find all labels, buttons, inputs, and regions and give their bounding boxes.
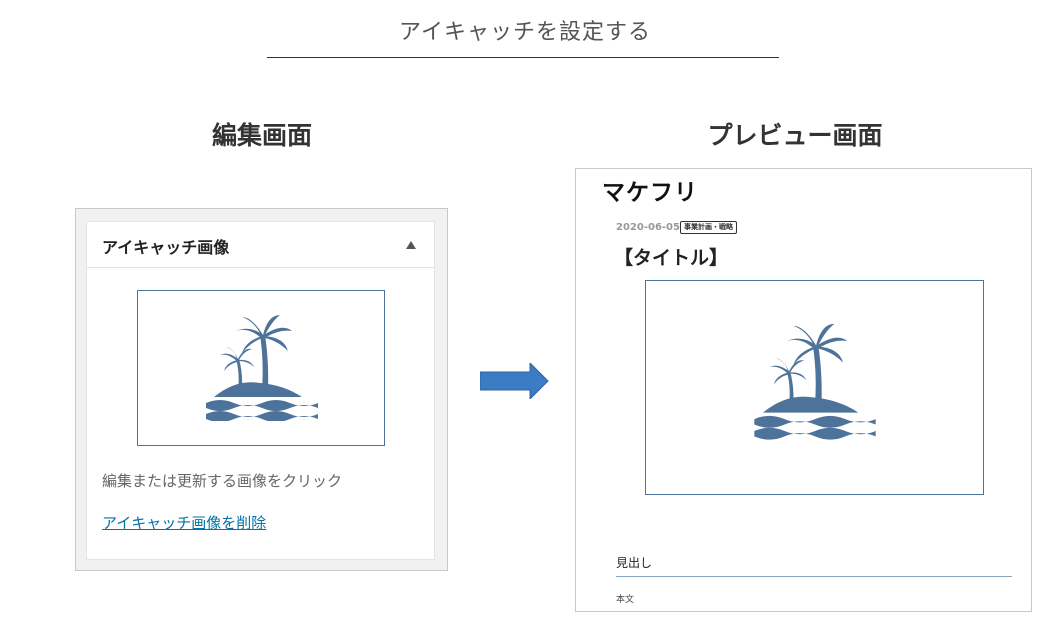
featured-image-panel: アイキャッチ画像 bbox=[86, 221, 435, 560]
page-title: アイキャッチを設定する bbox=[399, 20, 651, 45]
preview-body-text: 本文 bbox=[616, 595, 635, 605]
category-badge[interactable]: 事業計画・戦略 bbox=[680, 221, 737, 234]
remove-featured-image-link[interactable]: アイキャッチ画像を削除 bbox=[102, 514, 267, 532]
featured-image-panel-header[interactable]: アイキャッチ画像 bbox=[87, 222, 434, 268]
preview-screen: マケフリ 2020-06-05 事業計画・戦略 【タイトル】 bbox=[575, 168, 1032, 612]
post-title: 【タイトル】 bbox=[614, 247, 729, 269]
edit-section-label: 編集画面 bbox=[211, 121, 312, 150]
preview-featured-image bbox=[645, 280, 984, 495]
featured-image-panel-title: アイキャッチ画像 bbox=[102, 238, 230, 257]
edit-screen: アイキャッチ画像 bbox=[75, 208, 448, 571]
preview-section-label: プレビュー画面 bbox=[707, 121, 883, 150]
right-arrow-icon bbox=[480, 363, 549, 399]
palm-island-icon bbox=[754, 323, 876, 440]
preview-heading: 見出し bbox=[616, 556, 653, 570]
site-logo[interactable]: マケフリ bbox=[602, 180, 698, 206]
collapse-triangle-icon[interactable] bbox=[406, 241, 416, 249]
post-date: 2020-06-05 bbox=[616, 222, 680, 233]
featured-image-thumbnail[interactable] bbox=[137, 290, 385, 446]
heading-underline bbox=[616, 576, 1012, 577]
palm-island-icon bbox=[206, 315, 318, 421]
title-divider bbox=[267, 57, 779, 58]
featured-image-help-text: 編集または更新する画像をクリック bbox=[102, 472, 343, 490]
